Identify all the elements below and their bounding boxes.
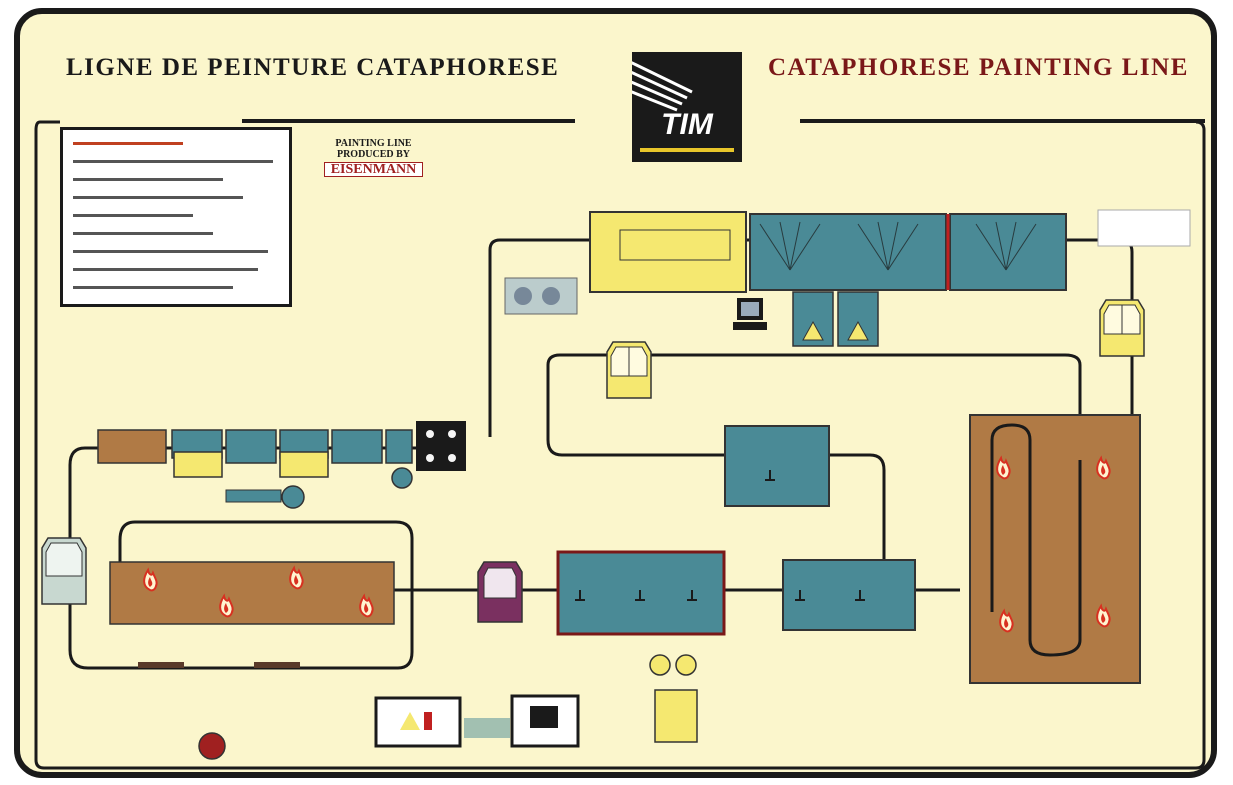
heater-bar bbox=[138, 662, 184, 668]
spray-tunnel-1 bbox=[749, 213, 947, 291]
legend-line bbox=[73, 160, 273, 163]
ultrafiltration-tank bbox=[782, 559, 916, 631]
pretreatment-tank-4 bbox=[225, 429, 277, 464]
tim-logo-text: TIM bbox=[661, 108, 713, 141]
pretreatment-tank-1 bbox=[97, 429, 167, 464]
producer-line1: PAINTING LINE bbox=[335, 138, 412, 149]
producer-badge: PAINTING LINE PRODUCED BY EISENMANN bbox=[306, 138, 441, 190]
pump bbox=[391, 467, 413, 489]
cab-icon bbox=[41, 537, 87, 605]
cab-icon bbox=[477, 561, 523, 623]
filter-unit bbox=[225, 489, 282, 503]
legend-line bbox=[73, 286, 233, 289]
transfer-unit bbox=[416, 421, 466, 471]
inner-frame bbox=[34, 120, 1206, 770]
conveyor-link bbox=[464, 718, 510, 738]
spray-lines bbox=[759, 221, 1037, 271]
legend-line bbox=[73, 214, 193, 217]
cab-icon bbox=[1099, 299, 1145, 357]
rinse-tank bbox=[724, 425, 830, 507]
pretreatment-tank-3 bbox=[173, 451, 223, 478]
paint-supply bbox=[649, 654, 698, 743]
curing-oven-main bbox=[969, 414, 1141, 684]
control-room-station bbox=[510, 694, 580, 748]
tim-logo-stripe bbox=[640, 148, 734, 152]
legend-box bbox=[60, 127, 292, 307]
pretreatment-tank-7 bbox=[331, 429, 383, 464]
spray-tunnel-2 bbox=[949, 213, 1067, 291]
title-french: LIGNE DE PEINTURE CATAPHORESE bbox=[66, 54, 560, 81]
legend-line bbox=[73, 178, 223, 181]
computer-icon bbox=[733, 298, 767, 330]
pump bbox=[281, 485, 305, 509]
warning-panel bbox=[792, 291, 879, 347]
conveyor-lower bbox=[68, 446, 960, 670]
producer-line2: PRODUCED BY bbox=[336, 149, 411, 160]
oven-conveyor bbox=[990, 423, 1082, 657]
pretreatment-tank-6 bbox=[279, 451, 329, 478]
legend-title-line bbox=[73, 142, 183, 145]
laboratory-station bbox=[374, 696, 462, 748]
producer-name: EISENMANN bbox=[323, 162, 424, 177]
emergency-stop bbox=[198, 732, 226, 760]
pretreatment-tank-8 bbox=[385, 429, 413, 464]
title-english: CATAPHORESE PAINTING LINE bbox=[768, 54, 1189, 81]
transfer-unit-symbols bbox=[426, 430, 456, 462]
curing-oven-lower bbox=[109, 561, 395, 625]
cab-icon bbox=[606, 341, 652, 399]
legend-line bbox=[73, 196, 243, 199]
legend-line bbox=[73, 232, 213, 235]
legend-line bbox=[73, 268, 258, 271]
legend-line bbox=[73, 250, 268, 253]
application-booth bbox=[589, 211, 747, 293]
mixing-station bbox=[504, 277, 578, 315]
tim-logo: TIM bbox=[632, 52, 742, 162]
booth-inner-panel bbox=[619, 229, 731, 261]
unload-zone bbox=[1097, 209, 1191, 247]
heater-bar bbox=[254, 662, 300, 668]
